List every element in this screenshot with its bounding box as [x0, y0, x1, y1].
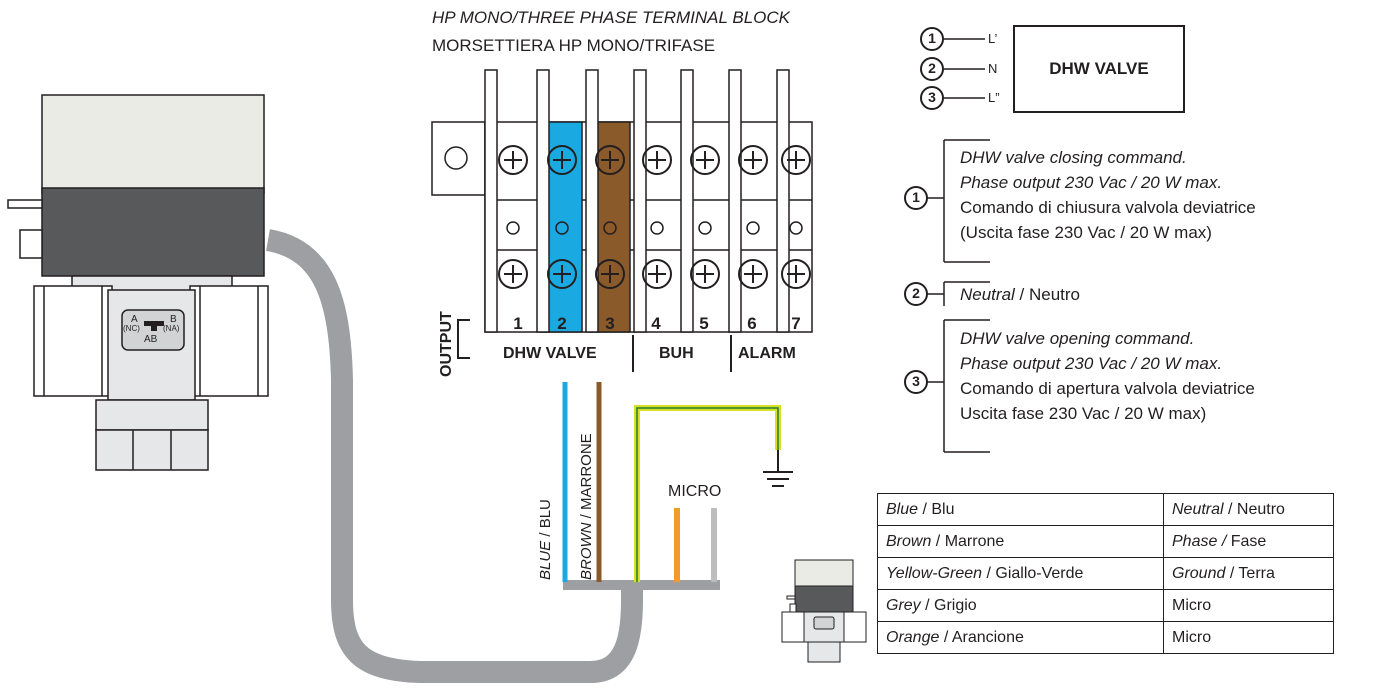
terminal-details [484, 69, 811, 333]
valve-mark-na: (NA) [163, 324, 180, 333]
screw-icon [690, 259, 720, 289]
desc-number: 3 [912, 373, 920, 389]
legend-wire-color: Brown / Marrone [877, 525, 1164, 558]
terminal-number: 6 [747, 314, 757, 333]
legend-wire-function: Phase / Fase [1163, 525, 1334, 558]
legend-wire-function: Micro [1163, 589, 1334, 622]
output-bracket [457, 319, 470, 359]
terminal-hole [603, 221, 617, 235]
legend-wire-color: Yellow-Green / Giallo-Verde [877, 557, 1164, 590]
terminal-separator [536, 69, 550, 333]
pin-label: N [988, 61, 998, 76]
terminal-hole [650, 221, 664, 235]
terminal-hole [506, 221, 520, 235]
main-cable [265, 229, 643, 683]
screw-icon [738, 259, 768, 289]
desc-closing: DHW valve closing command. Phase output … [960, 148, 1256, 242]
screw-icon [595, 145, 625, 175]
blue-wire-label: BLUE / BLU [537, 499, 554, 580]
schematic-lines [904, 27, 990, 453]
screw-icon [642, 145, 672, 175]
terminal-hole [555, 221, 569, 235]
dhw-valve-box: DHW VALVE [1013, 25, 1185, 113]
terminal-number: 4 [651, 314, 661, 333]
terminal-number: 5 [699, 314, 709, 333]
terminal-number: 1 [513, 314, 523, 333]
wire-split-bar [563, 580, 720, 590]
valve-mark-ab: AB [144, 334, 158, 345]
legend-wire-function: Ground / Terra [1163, 557, 1334, 590]
desc-opening: DHW valve opening command. Phase output … [960, 329, 1255, 423]
terminal-separator [776, 69, 790, 333]
screw-icon [498, 145, 528, 175]
pin-number: 2 [928, 60, 936, 76]
valve-mark-a: A [131, 314, 138, 325]
output-label: OUTPUT [438, 311, 455, 377]
valve-actuator-large [7, 94, 265, 277]
terminal-hole [789, 221, 803, 235]
screw-icon [738, 145, 768, 175]
terminal-block-title-en: HP MONO/THREE PHASE TERMINAL BLOCK [432, 8, 791, 27]
legend-wire-color: Orange / Arancione [877, 621, 1164, 654]
terminal-separator [484, 69, 498, 333]
screw-icon [781, 145, 811, 175]
pin-label: L’ [988, 31, 998, 46]
screw-icon [595, 259, 625, 289]
desc-number: 2 [912, 285, 920, 301]
pin-number: 3 [928, 89, 936, 105]
screw-icon [781, 259, 811, 289]
valve-mark-nc: (NC) [123, 324, 140, 333]
terminal-hole [698, 221, 712, 235]
screw-icon [498, 259, 528, 289]
screw-icon [642, 259, 672, 289]
terminal-block-title-it: MORSETTIERA HP MONO/TRIFASE [432, 36, 716, 55]
terminal-separator [680, 69, 694, 333]
brown-wire-label: BROWN / MARRONE [578, 433, 595, 580]
terminal-separator [585, 69, 599, 333]
legend-wire-color: Grey / Grigio [877, 589, 1164, 622]
pin-label: L” [988, 90, 1000, 105]
legend-wire-color: Blue / Blu [877, 493, 1164, 526]
valve-small [781, 559, 867, 663]
group-label-dhw-valve: DHW VALVE [503, 345, 597, 362]
screw-icon [547, 145, 577, 175]
terminal-number: 7 [791, 314, 801, 333]
legend-wire-function: Micro [1163, 621, 1334, 654]
terminal-separator [728, 69, 742, 333]
desc-neutral: Neutral / Neutro [960, 285, 1081, 304]
terminal-hole [746, 221, 760, 235]
screw-icon [547, 259, 577, 289]
screw-icon [690, 145, 720, 175]
group-label-buh: BUH [659, 345, 694, 362]
ground-icon [763, 450, 793, 487]
group-label-alarm: ALARM [738, 345, 796, 362]
desc-number: 1 [912, 189, 920, 205]
terminal-number: 2 [557, 314, 567, 333]
legend-wire-function: Neutral / Neutro [1163, 493, 1334, 526]
terminal-number: 3 [605, 314, 615, 333]
pin-number: 1 [928, 30, 936, 46]
terminal-separator [633, 69, 647, 333]
micro-label: MICRO [668, 483, 722, 500]
valve-body-large [33, 275, 269, 471]
valve-mark-b: B [170, 314, 177, 325]
